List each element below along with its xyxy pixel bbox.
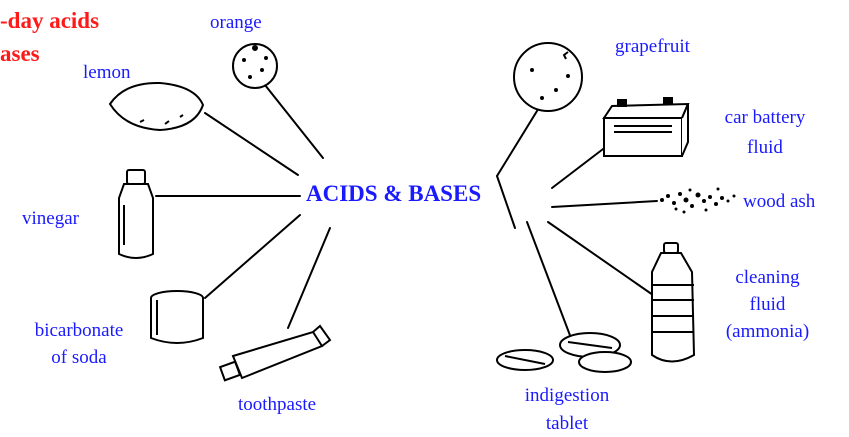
bicarbonate-tin-icon	[151, 291, 203, 343]
label-orange: orange	[210, 12, 262, 34]
connector-indigestion	[527, 222, 571, 338]
label-cleaning-line3: (ammonia)	[700, 321, 835, 343]
connector-cleaning	[548, 222, 653, 295]
car-battery-icon	[604, 98, 688, 156]
label-indigestion: indigestion tablet	[497, 385, 637, 435]
label-vinegar: vinegar	[22, 208, 79, 230]
label-bicarbonate-line1: bicarbonate	[9, 320, 149, 342]
vinegar-bottle-icon	[119, 170, 153, 258]
label-bicarbonate: bicarbonate of soda	[9, 320, 149, 369]
connector-car-battery	[552, 146, 607, 188]
label-car-battery: car battery fluid	[698, 107, 832, 159]
connector-wood-ash	[552, 201, 657, 207]
label-wood-ash: wood ash	[743, 191, 815, 213]
label-bicarbonate-line2: of soda	[9, 347, 149, 369]
center-label: ACIDS & BASES	[306, 181, 481, 207]
connector-grapefruit	[497, 176, 515, 228]
connector-orange	[265, 85, 323, 158]
wood-ash-icon	[660, 188, 736, 214]
page-title-line2: ases	[0, 41, 40, 67]
label-indigestion-line2: tablet	[497, 413, 637, 435]
connector-lemon	[205, 113, 298, 175]
label-lemon: lemon	[83, 62, 131, 84]
label-car-battery-line1: car battery	[698, 107, 832, 129]
page-title-line1: -day acids	[0, 8, 99, 34]
toothpaste-tube-icon	[220, 326, 330, 380]
orange-icon	[233, 44, 277, 88]
label-cleaning-line1: cleaning	[700, 267, 835, 289]
label-indigestion-line1: indigestion	[497, 385, 637, 407]
connector-toothpaste	[288, 228, 330, 328]
label-cleaning-fluid: cleaning fluid (ammonia)	[700, 267, 835, 343]
label-car-battery-line2: fluid	[698, 137, 832, 159]
grapefruit-icon	[514, 43, 582, 111]
connector-bicarbonate	[205, 215, 300, 298]
indigestion-tablets-icon	[497, 333, 631, 372]
lemon-icon	[110, 83, 203, 130]
label-cleaning-line2: fluid	[700, 294, 835, 316]
cleaning-fluid-bottle-icon	[652, 243, 694, 362]
label-grapefruit: grapefruit	[615, 36, 690, 58]
label-toothpaste: toothpaste	[238, 394, 316, 416]
